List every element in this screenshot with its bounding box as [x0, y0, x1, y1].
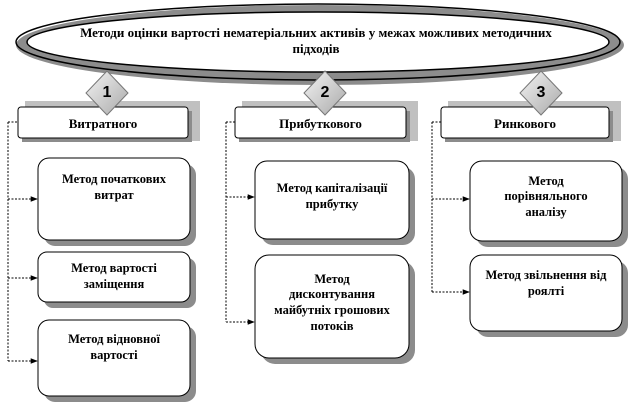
approach-1-number: 1 [102, 84, 112, 101]
method-box-restoration-cost: Метод відновної вартості [68, 332, 160, 362]
approach-2-diamond [303, 70, 347, 116]
method-box-cash-flow-discounting: Метод дисконтування майбутніх грошових п… [274, 271, 390, 333]
approach-3-diamond [519, 70, 563, 116]
approach-3-label: Ринкового [494, 115, 556, 131]
diagram-title: Методи оцінки вартості нематеріальних ак… [80, 24, 552, 56]
approach-2-number: 2 [320, 84, 330, 101]
title-ellipse [15, 3, 624, 85]
approach-1-diamond [85, 70, 129, 116]
approach-3-number: 3 [536, 84, 546, 101]
approach-1-label: Витратного [68, 115, 138, 131]
method-box-profit-capitalization: Метод капіталізації прибутку [276, 181, 388, 211]
approach-1-group [7, 70, 200, 402]
method-box-replacement-cost: Метод вартості заміщення [71, 261, 157, 291]
approach-2-label: Прибуткового [279, 115, 362, 131]
method-box-royalty-relief: Метод звільнення від роялті [485, 268, 607, 298]
approach-2-group [225, 70, 418, 364]
approach-3-group [431, 70, 628, 337]
method-box-initial-costs: Метод початкових витрат [62, 172, 166, 202]
method-box-comparative-analysis: Метод порівняльного аналізу [504, 173, 588, 219]
